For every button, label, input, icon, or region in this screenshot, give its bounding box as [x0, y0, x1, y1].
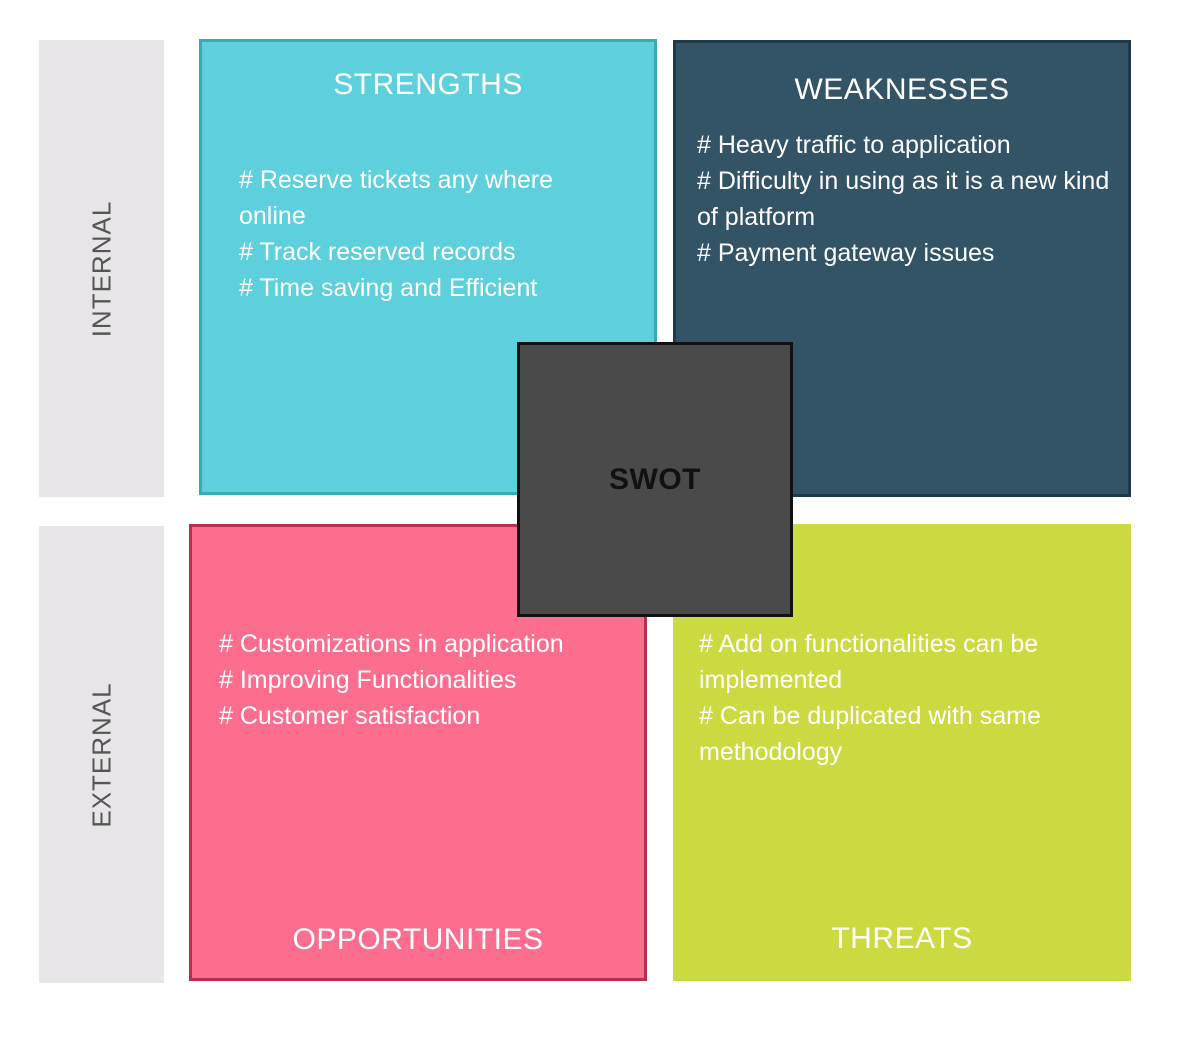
- weaknesses-list: # Heavy traffic to application # Difficu…: [697, 127, 1117, 271]
- weaknesses-item: # Difficulty in using as it is a new kin…: [697, 167, 1110, 231]
- threats-item: # Can be duplicated with same methodolog…: [699, 702, 1041, 766]
- strengths-item: # Time saving and Efficient: [239, 274, 538, 302]
- opportunities-title: OPPORTUNITIES: [292, 923, 544, 956]
- swot-center-box: SWOT: [517, 342, 793, 617]
- strengths-title: STRENGTHS: [333, 68, 523, 101]
- external-label: EXTERNAL: [86, 681, 116, 828]
- strengths-item: # Track reserved records: [239, 238, 516, 266]
- threats-list: # Add on functionalities can be implemen…: [699, 626, 1119, 770]
- opportunities-item: # Customizations in application: [219, 630, 564, 658]
- opportunities-item: # Improving Functionalities: [219, 666, 517, 694]
- opportunities-list: # Customizations in application # Improv…: [219, 626, 639, 734]
- internal-label: INTERNAL: [86, 200, 116, 337]
- external-band: EXTERNAL: [39, 526, 164, 983]
- internal-band: INTERNAL: [39, 40, 164, 497]
- weaknesses-title: WEAKNESSES: [794, 73, 1010, 106]
- threats-item: # Add on functionalities can be implemen…: [699, 630, 1039, 694]
- strengths-item: # Reserve tickets any where online: [239, 166, 554, 230]
- opportunities-item: # Customer satisfaction: [219, 702, 481, 730]
- strengths-list: # Reserve tickets any where online # Tra…: [239, 162, 619, 306]
- weaknesses-item: # Payment gateway issues: [697, 239, 995, 267]
- threats-box: # Add on functionalities can be implemen…: [673, 524, 1131, 981]
- strengths-box: STRENGTHS # Reserve tickets any where on…: [199, 39, 657, 495]
- swot-center-label: SWOT: [609, 462, 701, 496]
- weaknesses-item: # Heavy traffic to application: [697, 131, 1011, 159]
- threats-title: THREATS: [831, 922, 973, 955]
